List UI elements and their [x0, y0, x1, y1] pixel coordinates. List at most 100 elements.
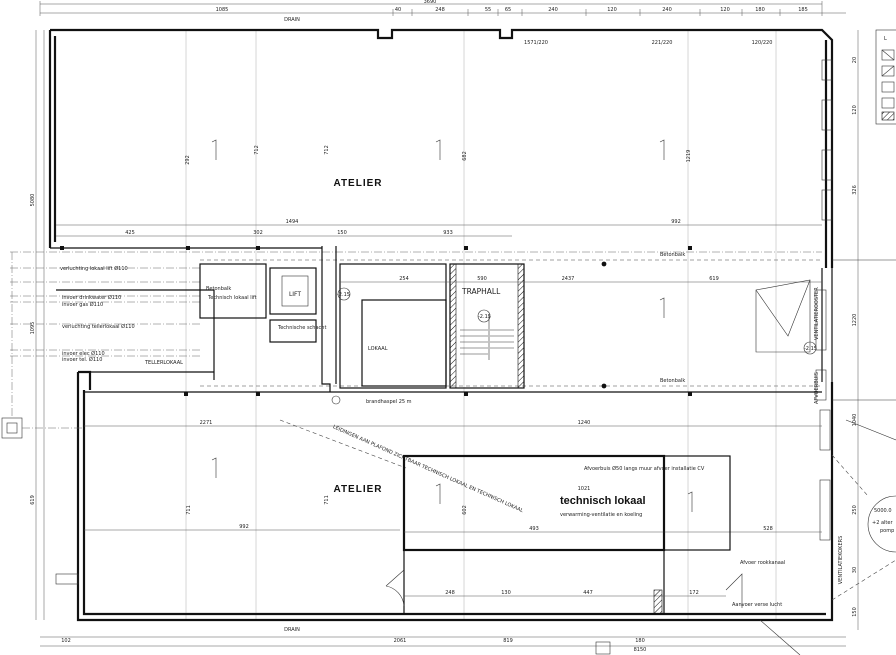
stair-icon	[460, 316, 514, 360]
leidingen-note: LEIDINGEN AAN PLAFOND ZICHTBAAR TECHNISC…	[332, 424, 524, 514]
callout-sub: +2 alter	[872, 520, 893, 526]
dim-bottom: 819	[503, 638, 513, 644]
svg-text:425: 425	[125, 230, 135, 236]
level-marker-icon	[337, 287, 351, 301]
left-dimension-chain: 5080 1095 619	[30, 30, 45, 620]
room-label-technische-schacht: Technische schacht	[277, 325, 326, 331]
verwarming-note: verwarming-ventilatie en koeling	[560, 512, 642, 518]
svg-text:172: 172	[689, 590, 699, 596]
svg-text:1240: 1240	[578, 420, 591, 426]
room-label-atelier-top: ATELIER	[333, 178, 382, 189]
svg-text:2437: 2437	[562, 276, 575, 282]
svg-text:2271: 2271	[200, 420, 213, 426]
legend: L	[875, 29, 896, 125]
dim-bottom: 2061	[394, 638, 407, 644]
svg-text:590: 590	[477, 276, 487, 282]
bottom-dimension-chain: DRAIN 102 2061 819 180 8150	[40, 627, 846, 653]
aanvoer-verse-lucht-label: Aanvoer verse lucht	[732, 602, 782, 608]
invoer-drinkwater-label: invoer drinkwater Ø110	[62, 294, 121, 301]
betonbalk-label: Betonbalk	[660, 378, 685, 384]
legend-swatch	[881, 49, 895, 61]
dim-top-seg: 240	[662, 7, 672, 13]
invoer-tel-label: invoer tel. Ø110	[62, 356, 102, 363]
svg-text:302: 302	[253, 230, 263, 236]
top-dimension-chain: 3690 1085 40 248 55 65 240 120 240 120 1…	[39, 0, 846, 23]
dim-top-seg: 65	[505, 7, 511, 13]
svg-text:992: 992	[239, 524, 249, 530]
legend-swatch	[881, 97, 895, 109]
dim-bottom: 8150	[634, 647, 647, 653]
svg-text:711: 711	[324, 495, 330, 505]
svg-text:248: 248	[445, 590, 455, 596]
betonbalk-label: Betonbalk	[206, 286, 231, 292]
inspection-pit-icon	[595, 641, 611, 655]
brandhaspel-label: brandhaspel 25 m	[366, 399, 412, 405]
atelier-bottom: ATELIER 711 711 602 2271 1240 992 LEIDIN…	[84, 391, 822, 531]
legend-swatch	[881, 81, 895, 93]
callout-sub2: pomp	[880, 528, 894, 534]
dim-overall: 3690	[424, 0, 437, 5]
svg-text:447: 447	[583, 590, 593, 596]
fire-hose-icon	[331, 395, 341, 405]
dim-top-seg: 185	[798, 7, 808, 13]
svg-text:1494: 1494	[286, 219, 299, 225]
afvoer-rookkanaal-label: Afvoer rookkanaal	[740, 560, 785, 566]
svg-text:1571/220: 1571/220	[524, 40, 548, 46]
dim-left: 619	[30, 495, 36, 505]
svg-text:619: 619	[709, 276, 719, 282]
drain-label-bottom: DRAIN	[284, 627, 300, 633]
legend-title: L	[884, 36, 887, 42]
svg-text:120/220: 120/220	[752, 40, 773, 46]
verluchting-lokaal-lift-label: verluchting lokaal lift Ø110	[60, 265, 128, 272]
dim-left: 1095	[30, 322, 36, 335]
inspection-pit-icon	[1, 417, 23, 439]
svg-text:1021: 1021	[578, 486, 591, 492]
wall-hatch	[449, 263, 457, 389]
arrow-icon	[435, 139, 441, 160]
svg-text:602: 602	[462, 505, 468, 515]
svg-text:493: 493	[529, 526, 539, 532]
dim-right: 326	[852, 185, 858, 195]
svg-text:712: 712	[254, 145, 260, 155]
room-label-lift: LIFT	[289, 291, 301, 298]
dim-right: 1040	[852, 414, 858, 427]
callout-value: 5000.0	[874, 508, 892, 514]
dim-top-seg: 40	[395, 7, 401, 13]
dim-bottom: 180	[635, 638, 645, 644]
dim-top-seg: 120	[607, 7, 617, 13]
invoer-elec-label: invoer elec Ø110	[62, 350, 105, 357]
afvoerbuis-note: Afvoerbuis Ø50 langs muur afvoer install…	[584, 465, 705, 472]
svg-text:-2.15: -2.15	[337, 292, 350, 298]
dim-right: 20	[852, 57, 858, 63]
dim-top-seg: 1085	[216, 7, 229, 13]
service-strip: verluchting lokaal lift Ø110 invoer drin…	[10, 246, 822, 404]
dim-right: 1220	[852, 314, 858, 327]
dim-top-seg: 120	[720, 7, 730, 13]
svg-text:711: 711	[186, 505, 192, 515]
structural-columns	[60, 246, 692, 396]
dim-right: 250	[852, 505, 858, 515]
room-label-technisch-lokaal-lift: Technisch lokaal lift	[207, 295, 257, 301]
dim-top-seg: 248	[435, 7, 445, 13]
structural-grid	[185, 30, 777, 620]
svg-text:712: 712	[324, 145, 330, 155]
room-label-traphall: TRAPHALL	[461, 287, 501, 296]
facade-windows-right	[815, 59, 833, 541]
ventilatierooster-label: VENTILATIEROOSTER	[814, 287, 820, 340]
svg-text:528: 528	[763, 526, 773, 532]
svg-text:1219: 1219	[686, 150, 692, 163]
svg-text:150: 150	[337, 230, 347, 236]
svg-text:-2.15: -2.15	[804, 346, 817, 352]
dim-right: 120	[852, 105, 858, 115]
verluchting-tellerlokaal-label: verluchting tellerlokaal Ø110	[62, 323, 135, 330]
svg-text:933: 933	[443, 230, 453, 236]
technisch-lokaal-room: technisch lokaal Afvoerbuis Ø50 langs mu…	[385, 454, 844, 615]
room-label-atelier-bottom: ATELIER	[333, 484, 382, 495]
room-label-lokaal: LOKAAL	[368, 346, 388, 352]
betonbalk-label: Betonbalk	[660, 252, 685, 258]
level-marker-icon	[477, 309, 491, 323]
room-label-technisch-lokaal: technisch lokaal	[560, 495, 646, 507]
dim-left: 5080	[30, 194, 36, 207]
svg-text:254: 254	[399, 276, 409, 282]
